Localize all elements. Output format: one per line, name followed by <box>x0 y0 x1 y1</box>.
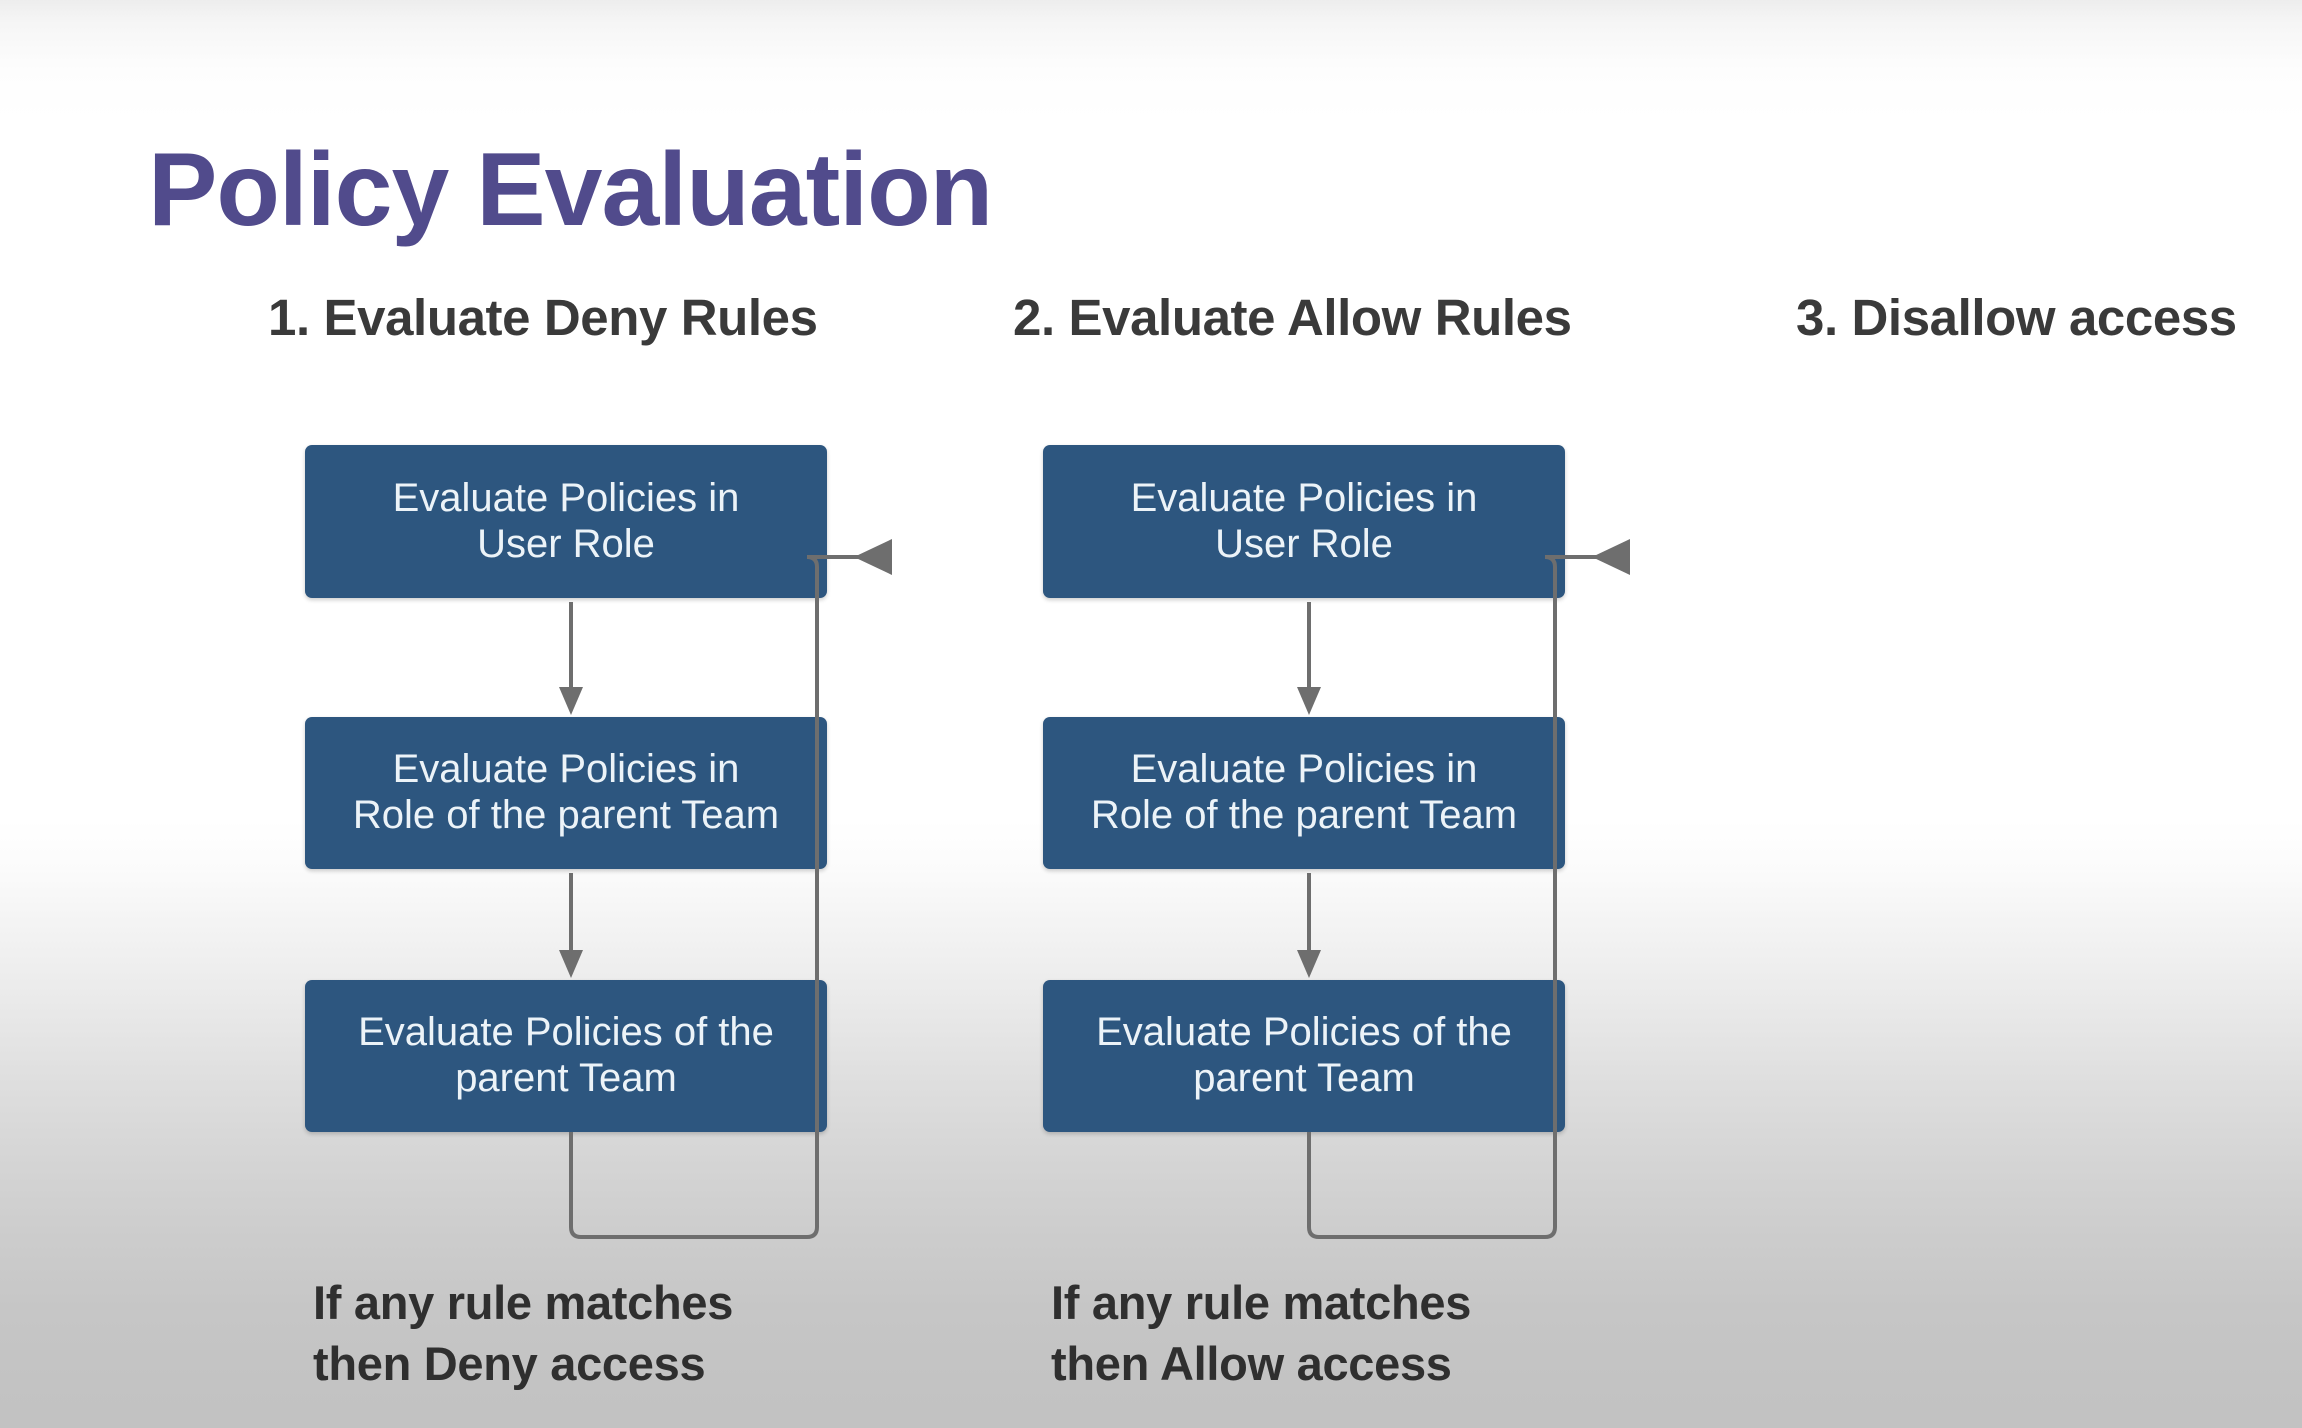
caption-line-1: If any rule matches <box>313 1276 734 1329</box>
arrow-shaft <box>569 873 573 951</box>
flow-box-line-1: Evaluate Policies in <box>1130 475 1478 520</box>
arrow-shaft <box>1307 602 1311 688</box>
arrow-shaft <box>1307 873 1311 951</box>
flow-box-line-2: User Role <box>1215 521 1393 566</box>
flow-box-line-2: Role of the parent Team <box>1090 793 1518 837</box>
flow-box-evaluate-policies-parent-team-role[interactable]: Evaluate Policies in Role of the parent … <box>305 717 827 869</box>
arrow-head <box>559 687 583 715</box>
flow-box-evaluate-policies-parent-team-role[interactable]: Evaluate Policies in Role of the parent … <box>1043 717 1565 869</box>
caption-line-2: then Deny access <box>313 1337 706 1391</box>
page-title: Policy Evaluation <box>148 132 993 248</box>
flow-box-evaluate-policies-parent-team[interactable]: Evaluate Policies of the parent Team <box>305 980 827 1132</box>
arrow-head <box>1297 950 1321 978</box>
flow-box-evaluate-policies-user-role[interactable]: Evaluate Policies in User Role <box>305 445 827 598</box>
flow-box-line-2: parent Team <box>1193 1056 1415 1100</box>
arrow-head <box>1297 687 1321 715</box>
arrow-down-icon <box>559 873 583 978</box>
caption-line-2: then Allow access <box>1051 1337 1452 1391</box>
flow-column-allow-rules: Evaluate Policies in User Role Evaluate … <box>1026 0 1630 1428</box>
arrow-head <box>559 950 583 978</box>
flow-column-deny-rules: Evaluate Policies in User Role Evaluate … <box>288 0 892 1428</box>
caption-line-1: If any rule matches <box>1051 1276 1472 1329</box>
arrow-shaft <box>569 602 573 688</box>
flow-box-line-1: Evaluate Policies in <box>392 475 740 520</box>
flow-box-evaluate-policies-user-role[interactable]: Evaluate Policies in User Role <box>1043 445 1565 598</box>
flow-box-line-2: User Role <box>477 521 655 566</box>
flow-caption-allow: If any rule matches then Allow access <box>1051 1272 1591 1394</box>
arrow-down-icon <box>1297 602 1321 715</box>
flow-box-line-2: parent Team <box>455 1056 677 1100</box>
flow-box-line-1: Evaluate Policies in <box>1130 747 1478 792</box>
flow-caption-deny: If any rule matches then Deny access <box>313 1272 853 1394</box>
flow-box-line-1: Evaluate Policies of the <box>1096 1010 1512 1055</box>
column-header-allow-rules: 2. Evaluate Allow Rules <box>1013 289 1572 346</box>
arrow-down-icon <box>1297 873 1321 978</box>
arrow-down-icon <box>559 602 583 715</box>
flow-box-line-1: Evaluate Policies of the <box>358 1010 774 1055</box>
column-header-disallow-access: 3. Disallow access <box>1796 289 2237 346</box>
flow-box-line-2: Role of the parent Team <box>352 793 780 837</box>
flow-box-line-1: Evaluate Policies in <box>392 747 740 792</box>
column-header-deny-rules: 1. Evaluate Deny Rules <box>268 289 818 346</box>
flow-box-evaluate-policies-parent-team[interactable]: Evaluate Policies of the parent Team <box>1043 980 1565 1132</box>
